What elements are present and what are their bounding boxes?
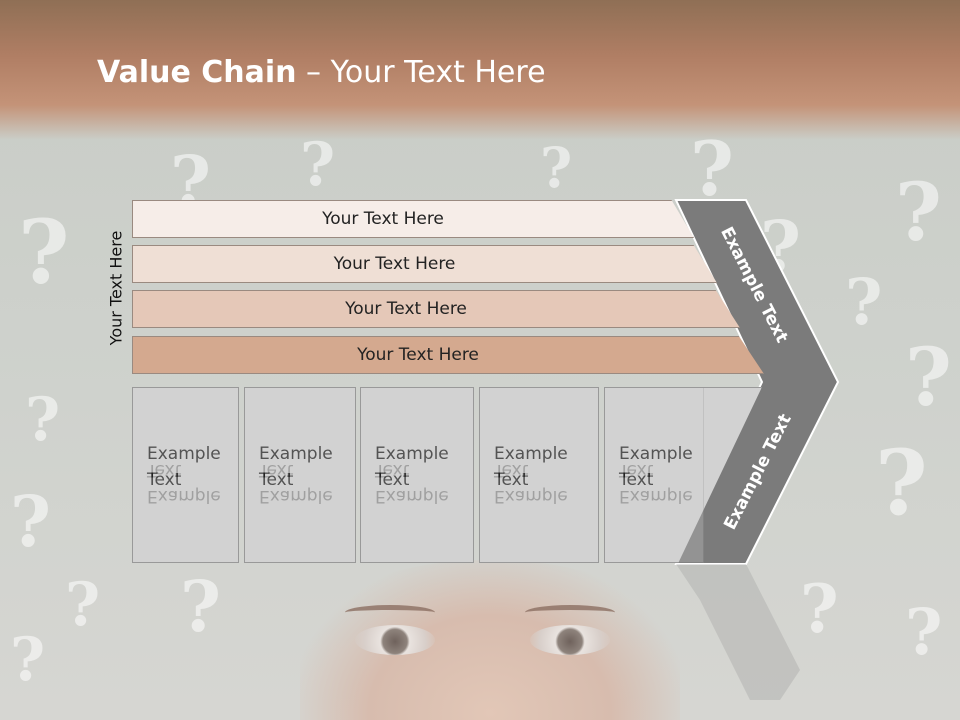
- question-mark-icon: ?: [10, 625, 46, 695]
- box-2-line1: Example: [259, 444, 333, 464]
- box-1-line2: Text: [147, 470, 182, 490]
- box-4-line1: Example: [494, 444, 568, 464]
- title-bold: Value Chain: [97, 55, 297, 90]
- question-mark-icon: ?: [540, 135, 573, 200]
- box-2-line2: Text: [259, 470, 294, 490]
- bar-4-label: Your Text Here: [357, 345, 479, 365]
- eye-right: [530, 625, 610, 655]
- bar-3[interactable]: Your Text Here: [132, 290, 740, 328]
- bar-4[interactable]: Your Text Here: [132, 336, 764, 374]
- question-mark-icon: ?: [10, 480, 52, 563]
- question-mark-icon: ?: [875, 430, 928, 536]
- header-band: [0, 0, 960, 140]
- question-mark-icon: ?: [905, 595, 943, 670]
- bar-3-label: Your Text Here: [345, 299, 467, 319]
- face-photo: [300, 560, 680, 720]
- question-mark-icon: ?: [180, 565, 222, 648]
- box-3[interactable]: Example Text: [360, 387, 474, 563]
- eyebrow-left: [345, 605, 435, 620]
- box-4-line2: Text: [494, 470, 529, 490]
- bar-2-label: Your Text Here: [333, 254, 456, 274]
- chevron-shape: [674, 199, 840, 565]
- bar-2[interactable]: Your Text Here: [132, 245, 717, 283]
- chevron-reflection: [676, 564, 800, 700]
- question-mark-icon: ?: [300, 130, 336, 200]
- title-rest: – Your Text Here: [296, 55, 546, 90]
- question-mark-icon: ?: [690, 125, 734, 213]
- question-mark-icon: ?: [905, 330, 952, 424]
- box-1[interactable]: Example Text: [132, 387, 239, 563]
- box-4[interactable]: Example Text: [479, 387, 599, 563]
- box-5-line1: Example: [619, 444, 693, 464]
- eye-left: [355, 625, 435, 655]
- question-mark-icon: ?: [845, 265, 883, 340]
- question-mark-icon: ?: [800, 570, 839, 648]
- slide-title[interactable]: Value Chain – Your Text Here: [97, 55, 546, 90]
- bar-1[interactable]: Your Text Here: [132, 200, 694, 238]
- question-mark-icon: ?: [25, 385, 61, 455]
- box-5-line2: Text: [619, 470, 654, 490]
- box-3-line1: Example: [375, 444, 449, 464]
- question-mark-icon: ?: [18, 200, 70, 304]
- bar-1-label: Your Text Here: [322, 209, 444, 229]
- eyebrow-right: [525, 605, 615, 620]
- box-2[interactable]: Example Text: [244, 387, 356, 563]
- box-3-line2: Text: [375, 470, 410, 490]
- box-1-line1: Example: [147, 444, 221, 464]
- question-mark-icon: ?: [65, 570, 101, 640]
- question-mark-icon: ?: [895, 165, 942, 259]
